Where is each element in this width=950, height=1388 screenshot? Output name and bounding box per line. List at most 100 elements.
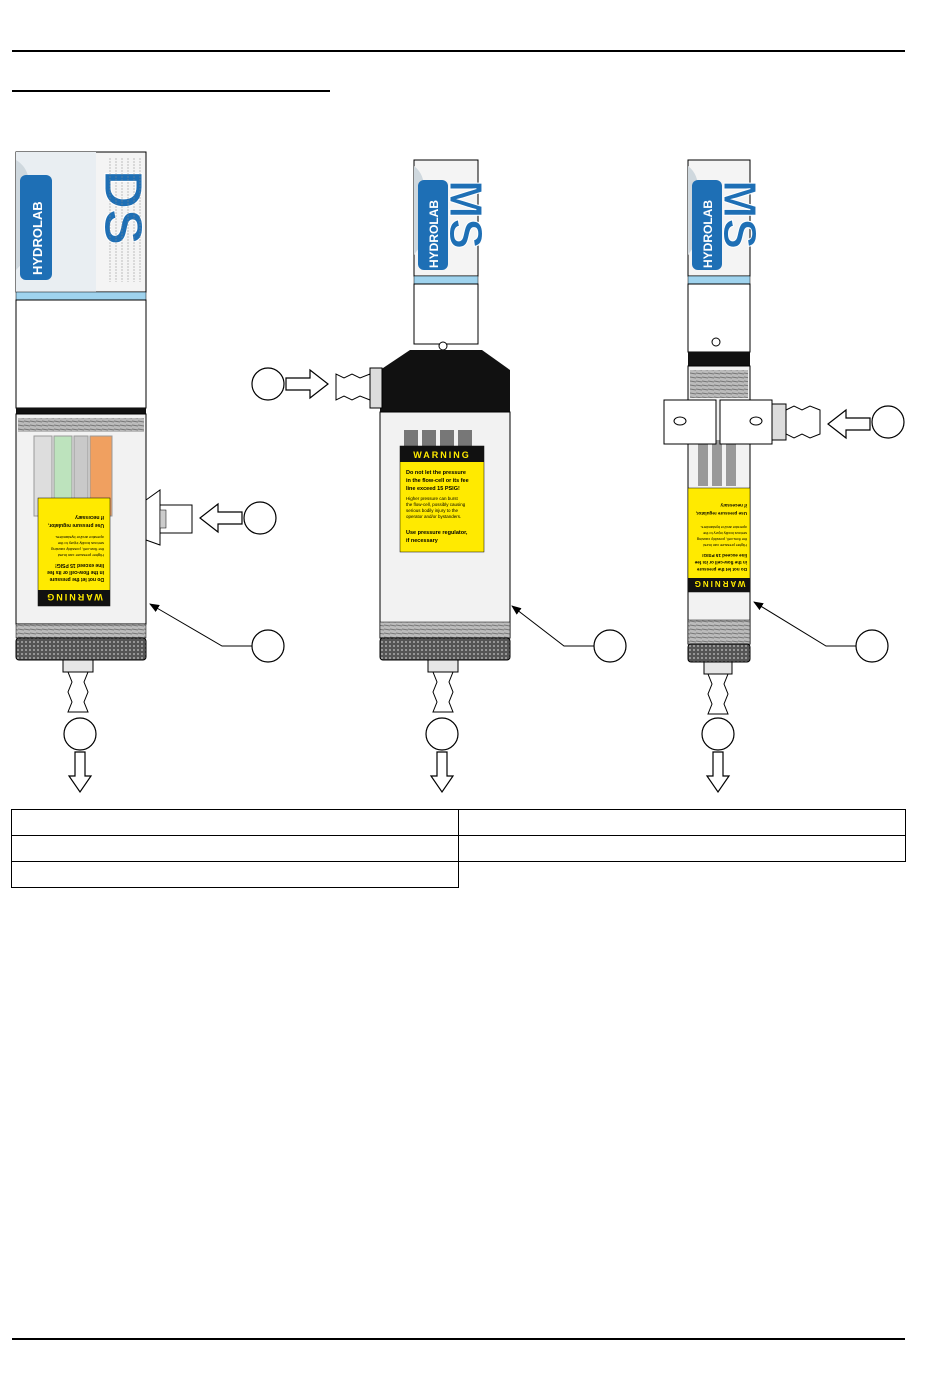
svg-text:Do not let the pressure: Do not let the pressure [49, 576, 104, 582]
svg-text:operator and/or bystanders.: operator and/or bystanders. [700, 525, 747, 529]
svg-text:Higher pressure can burst: Higher pressure can burst [57, 553, 104, 558]
ms-b-blue-band [687, 275, 751, 285]
ms-a-sensor-3 [440, 430, 454, 450]
callout-ms-a-inlet [251, 367, 285, 401]
ms-a-outlet-arrow [429, 751, 455, 794]
legend-cell [11, 861, 459, 888]
svg-text:Higher pressure can burst: Higher pressure can burst [702, 543, 747, 547]
ms-b-sensor-1 [698, 440, 708, 486]
svg-text:if necessary: if necessary [75, 514, 104, 520]
ms-b-inlet-nut [771, 403, 787, 441]
ms-a-black-cap [380, 350, 510, 412]
leader-ms-b-housing [753, 601, 856, 647]
callout-ds-outlet [63, 717, 97, 751]
ms-b-thread-top [690, 370, 748, 398]
ms-b-brand-text: HYDROLAB [701, 200, 715, 268]
ms-a-model-text: MS [440, 180, 492, 249]
svg-text:in the flow-cell or its fee: in the flow-cell or its fee [47, 569, 104, 575]
svg-text:WARNING: WARNING [45, 592, 103, 602]
ms-b-bottom-cap [687, 643, 751, 663]
callout-ds-inlet [243, 501, 277, 535]
ds-outlet-barb [67, 671, 89, 713]
ds-flow-cell-assembly: HYDROLAB DS WARNING Do not let the press… [15, 151, 193, 713]
ds-blue-band [15, 291, 147, 301]
ms-b-inlet-barb [785, 405, 821, 439]
svg-text:serious bodily injury to the: serious bodily injury to the [406, 508, 459, 513]
flow-arrows [67, 368, 871, 794]
ms-a-outlet-barb [432, 671, 454, 713]
legend-table [11, 809, 906, 888]
ms-flow-cell-assembly-a: HYDROLAB MS WARNING Do not let the press… [335, 159, 511, 713]
ms-b-sensor-3 [726, 440, 736, 486]
ms-b-clamp-left [663, 399, 717, 445]
ds-model-text: DS [93, 170, 153, 245]
svg-text:Use pressure regulator,: Use pressure regulator, [48, 522, 104, 528]
svg-text:operator and/or bystanders.: operator and/or bystanders. [55, 535, 104, 540]
flow-cell-diagram: HYDROLAB DS WARNING Do not let the press… [15, 151, 905, 794]
svg-text:WARNING: WARNING [413, 450, 471, 460]
legend-row [11, 835, 906, 862]
svg-text:line exceed 15 PSIG!: line exceed 15 PSIG! [406, 486, 460, 492]
callout-ds-housing [251, 629, 285, 663]
svg-text:Do not let the pressure: Do not let the pressure [697, 567, 747, 572]
header-rule [12, 50, 905, 52]
ms-a-sonde-lower [413, 283, 479, 345]
leader-lines [149, 601, 856, 647]
ms-a-sensor-1 [404, 430, 418, 450]
ms-b-sensor-2 [712, 440, 722, 486]
svg-text:Use pressure regulator,: Use pressure regulator, [696, 511, 747, 516]
ms-b-clamp-right [719, 399, 773, 445]
legend-row [11, 861, 906, 888]
ms-b-warning-label: WARNING Do not let the pressure in the f… [687, 487, 751, 593]
legend-cell [11, 835, 459, 862]
ms-b-logo-badge [692, 180, 722, 270]
legend-cell [458, 835, 906, 862]
svg-text:serious bodily injury to the: serious bodily injury to the [703, 531, 747, 535]
ds-inlet-arrow [199, 502, 243, 534]
footer-rule [12, 1338, 905, 1340]
legend-cell [458, 809, 906, 836]
ds-outlet-arrow [67, 751, 93, 794]
svg-text:line exceed 15 PSIG!: line exceed 15 PSIG! [702, 553, 747, 558]
ms-a-logo-badge [418, 180, 448, 270]
ms-b-model-text: MS [714, 180, 766, 249]
svg-text:if necessary: if necessary [406, 538, 439, 544]
svg-text:the flow-cell, possibly causin: the flow-cell, possibly causing [697, 537, 747, 541]
svg-text:line exceed 15 PSIG!: line exceed 15 PSIG! [55, 562, 104, 568]
svg-text:operator and/or bystanders.: operator and/or bystanders. [406, 514, 461, 519]
ds-top-ring [16, 408, 146, 414]
ms-a-screw [438, 341, 448, 351]
ms-a-inlet-barb [335, 373, 371, 401]
callout-ms-b-inlet [871, 405, 905, 439]
svg-text:the flow-cell, possibly causin: the flow-cell, possibly causing [406, 502, 466, 507]
ms-a-thread-bottom [379, 621, 511, 639]
ms-a-sensor-4 [458, 430, 472, 450]
svg-text:Do not let the pressure: Do not let the pressure [406, 470, 466, 476]
svg-text:in the flow-cell or its fee: in the flow-cell or its fee [406, 478, 469, 484]
ms-a-brand-text: HYDROLAB [427, 200, 441, 268]
ms-a-blue-band [413, 275, 479, 285]
leader-ms-a-housing [511, 605, 594, 647]
ds-fine-print [109, 158, 141, 282]
ms-b-outlet-nut [703, 661, 733, 675]
ms-a-inlet-nut [369, 367, 383, 409]
legend-empty-cell [459, 862, 906, 888]
ds-thread-top [18, 418, 144, 432]
ds-outlet-nut [62, 659, 94, 673]
svg-text:Use pressure regulator,: Use pressure regulator, [406, 530, 468, 536]
leader-ds-housing [149, 603, 252, 647]
callout-ms-a-housing [593, 629, 627, 663]
ds-sonde-lower-body [15, 299, 147, 409]
legend-cell [11, 809, 459, 836]
section-title-underline [12, 90, 330, 92]
ds-warning-label: WARNING Do not let the pressure in the f… [37, 497, 111, 607]
callout-ms-b-outlet [701, 717, 735, 751]
callouts [63, 367, 905, 751]
ms-flow-cell-assembly-b: HYDROLAB MS WARNING Do not let the press… [663, 159, 821, 715]
svg-text:the flow-cell, possibly causin: the flow-cell, possibly causing [51, 547, 104, 552]
ms-a-outlet-nut [427, 659, 459, 673]
svg-text:serious bodily injury to the: serious bodily injury to the [57, 541, 104, 546]
legend-row [11, 809, 906, 836]
ms-b-outlet-barb [707, 673, 729, 715]
ms-b-thread-bottom [687, 619, 751, 645]
